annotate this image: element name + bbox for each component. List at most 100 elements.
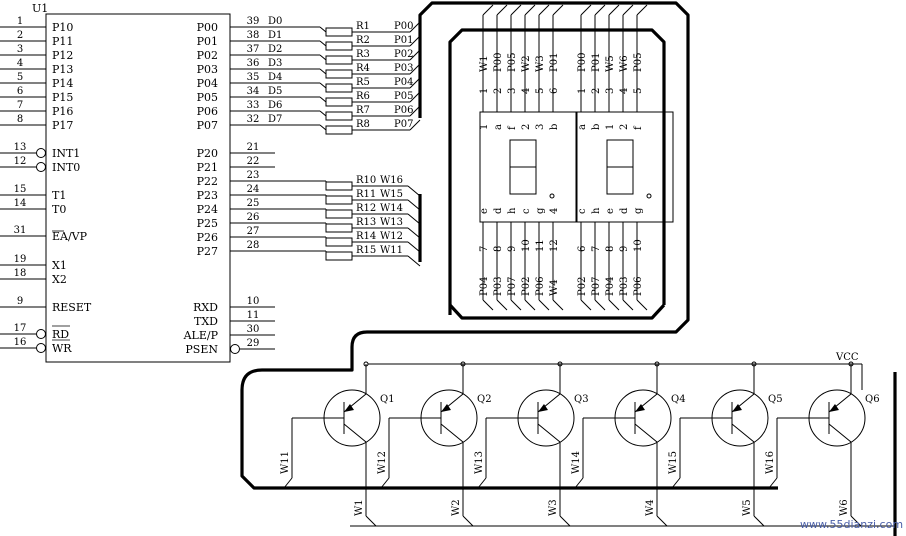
display-left-top-bus-entry (552, 4, 564, 16)
ic-right-pin-number: 24 (247, 184, 260, 195)
ic-left-pin-name: T1 (52, 189, 66, 202)
display-right-inner-top: a (577, 124, 588, 130)
transistor-ref: Q4 (671, 394, 686, 405)
display-left-bottom-bus-entry (538, 299, 550, 311)
ic-right-pin-number: 11 (247, 310, 260, 321)
transistor-base-net: W16 (765, 451, 776, 474)
display-right-top-net: P01 (591, 53, 602, 72)
data-resistor-net: P01 (394, 35, 413, 46)
display-right-top-bus-entry (636, 4, 648, 16)
ic-left-pin-number: 2 (17, 30, 23, 41)
ic-left-pin-name: P12 (52, 49, 73, 62)
data-resistor-ref: R3 (356, 49, 370, 60)
display-bus-outer (240, 1, 778, 490)
display-left-top-pin: 1 (479, 88, 490, 94)
digit-resistor-ref: R14 (356, 231, 376, 242)
display-left-inner-bottom: e (479, 208, 490, 214)
base-bus-entry (574, 477, 584, 489)
display-right-top-pin: 4 (619, 88, 630, 94)
junction-dot (848, 361, 854, 367)
ic-right-pin-number: 23 (247, 170, 260, 181)
transistor-collector (343, 423, 367, 443)
bus-entry (407, 185, 421, 197)
display-left-bottom-net: P03 (493, 277, 504, 296)
ic-right-pin-number: 10 (247, 296, 260, 307)
junction-dot (363, 361, 369, 367)
collector-bus-entry (462, 515, 474, 527)
display-left-top-bus-entry (524, 4, 536, 16)
display-right-inner-bottom: c (577, 208, 588, 214)
ic-left-pin-number: 8 (17, 114, 23, 125)
transistor-base-net: W13 (474, 451, 485, 474)
data-resistor (325, 97, 353, 107)
data-resistor (325, 55, 353, 65)
display-right-bottom-pin: 10 (633, 239, 644, 252)
ic-left-pin-number: 17 (14, 323, 27, 334)
display-right-top-net: W6 (619, 55, 630, 72)
ic-right-pin-name: P00 (197, 21, 218, 34)
ic-right-pin-number: 22 (247, 156, 260, 167)
digit-resistor-net: W15 (380, 189, 403, 200)
ic-left-pin-number: 15 (14, 184, 27, 195)
inversion-bubble (36, 162, 46, 172)
display-right-bottom-pin: 6 (577, 246, 588, 252)
ic-right-pin-number: 25 (247, 198, 260, 209)
resistor-lead (319, 82, 327, 89)
ic-left-pin-number: 31 (14, 225, 27, 236)
ic-left-pin-name: P11 (52, 35, 73, 48)
base-bus-entry (283, 477, 293, 489)
bus-entry (409, 49, 421, 61)
display-left-bottom-bus-entry (524, 299, 536, 311)
ic-left-pin-name: P13 (52, 63, 73, 76)
resistor-lead (319, 124, 327, 131)
transistor-out-net: W1 (354, 499, 365, 516)
transistor-ref: Q2 (477, 394, 492, 405)
display-right-top-pin: 5 (633, 88, 644, 94)
display-left-top-bus-entry (510, 4, 522, 16)
ic-left-pin-number: 19 (14, 254, 27, 265)
display-left-bottom-bus-entry (496, 299, 508, 311)
data-resistor-ref: R4 (356, 63, 370, 74)
transistor-out-net: W6 (839, 499, 850, 516)
display-right-top-bus-entry (622, 4, 634, 16)
display-right-bottom-bus-entry (580, 299, 592, 311)
display-right-bottom-pin: 8 (605, 246, 616, 252)
display-left-inner-top: f (507, 125, 518, 130)
display-right-bottom-bus-entry (608, 299, 620, 311)
junction-dot (557, 361, 563, 367)
ic-right-pin-name: P01 (197, 35, 218, 48)
display-left-body (479, 111, 577, 223)
bus-entry (409, 105, 421, 117)
display-left-top-net: P01 (549, 53, 560, 72)
display-right-bottom-pin: 7 (591, 246, 602, 252)
display-left-top-net: W2 (521, 55, 532, 72)
data-resistor-net: P06 (394, 105, 413, 116)
ic-right-pin-name: P04 (197, 77, 218, 90)
display-bus-inner (448, 28, 666, 315)
display-left-top-net: W3 (535, 55, 546, 72)
digit-resistor (325, 209, 353, 219)
transistor-out-net: W2 (451, 499, 462, 516)
display-right-bottom-bus-entry (622, 299, 634, 311)
ic-right-pin-name: P27 (197, 245, 218, 258)
inversion-bubble (36, 148, 46, 158)
data-resistor-ref: R6 (356, 91, 370, 102)
ic-body (45, 13, 231, 363)
ic-left-pin-name: WR (52, 342, 72, 355)
data-resistor-ref: R1 (356, 21, 370, 32)
inversion-bubble (36, 343, 46, 353)
display-left-bottom-pin: 8 (493, 246, 504, 252)
data-resistor (325, 27, 353, 37)
transistor-arrow-icon (829, 404, 839, 412)
display-left-bottom-net: P04 (479, 277, 490, 296)
transistor-collector (440, 423, 464, 443)
ic-left-pin-number: 13 (14, 142, 27, 153)
ic-left-pin-name: P10 (52, 21, 73, 34)
display-left-top-net: P00 (493, 53, 504, 72)
ic-left-pin-number: 12 (14, 156, 27, 167)
digit-resistor (325, 223, 353, 233)
display-right-bottom-bus-entry (636, 299, 648, 311)
display-left-bottom-bus-entry (482, 299, 494, 311)
data-resistor-net: P00 (394, 21, 413, 32)
